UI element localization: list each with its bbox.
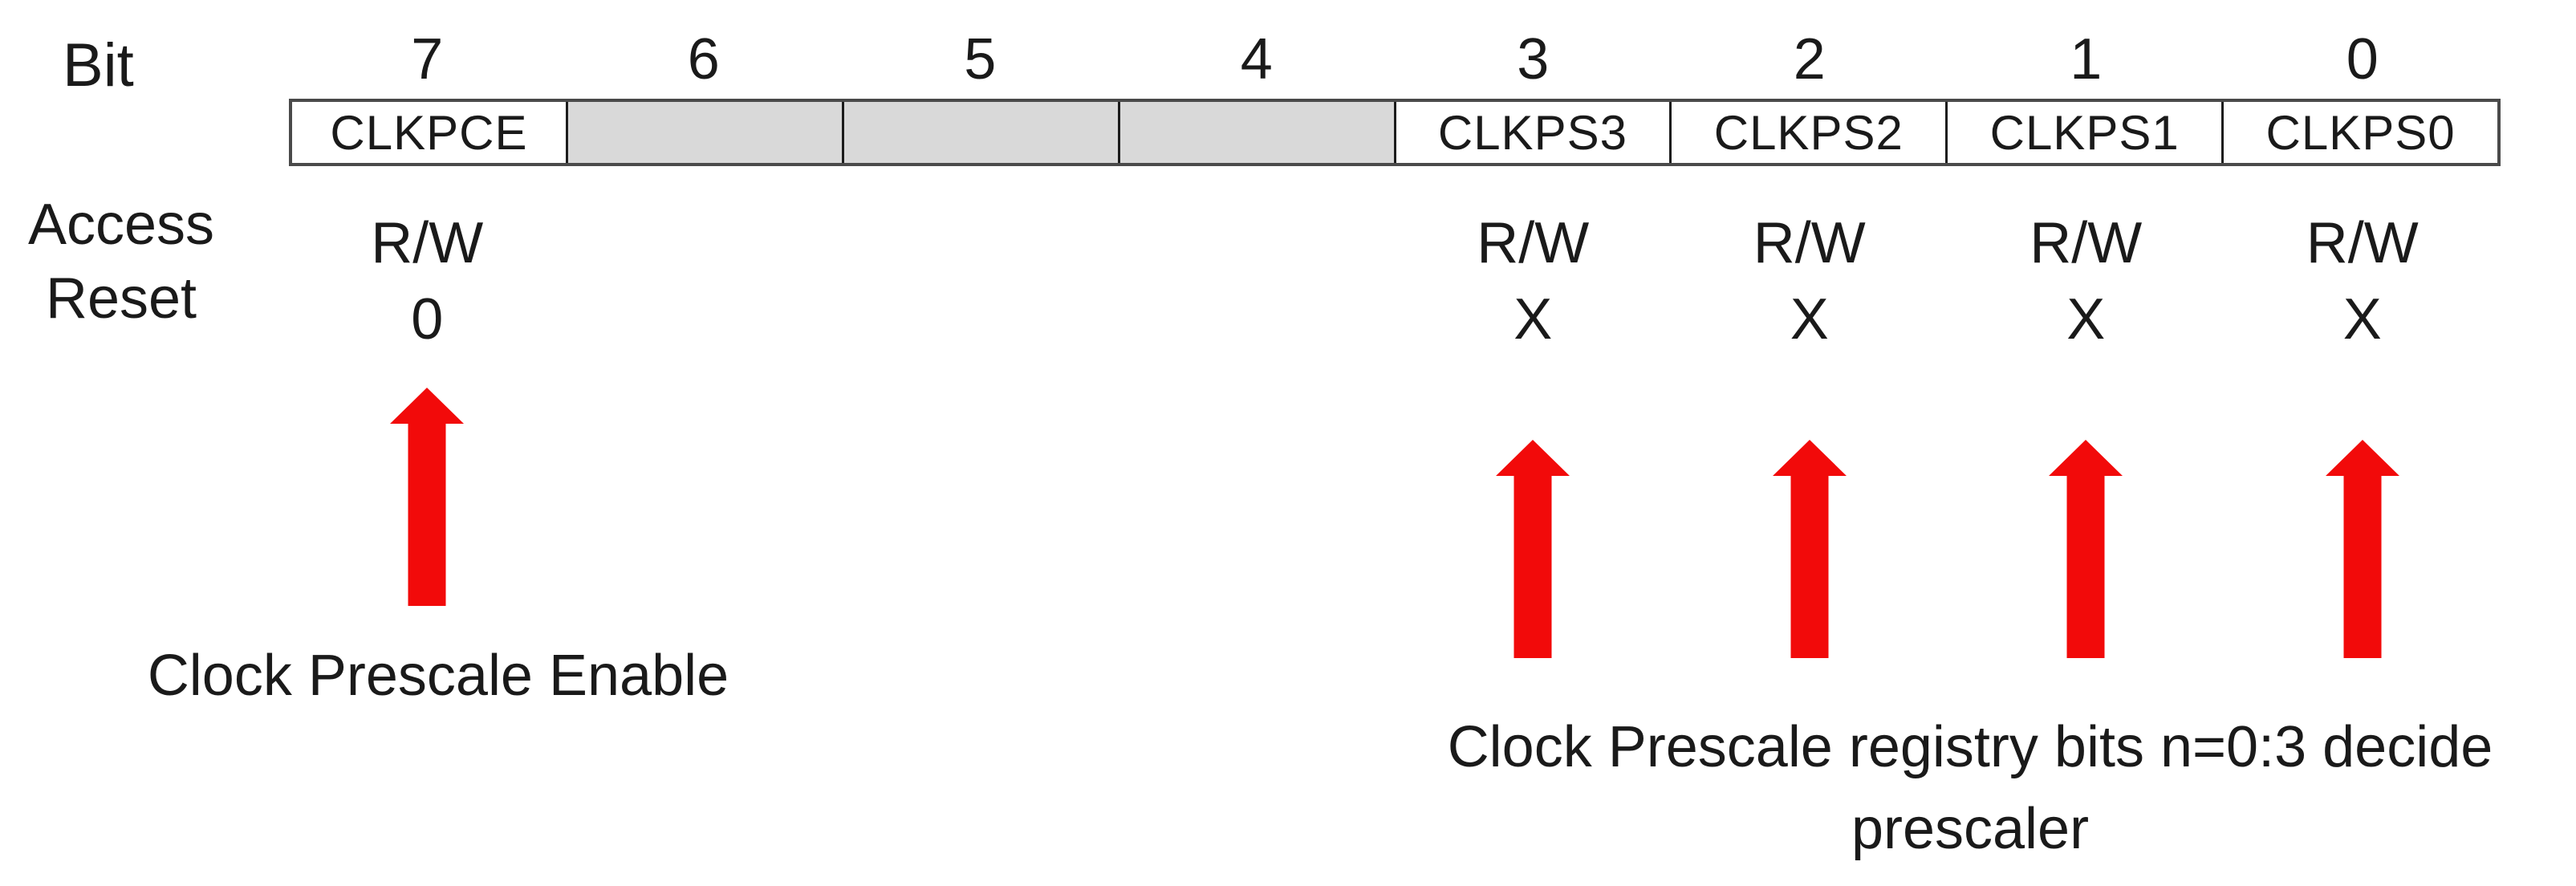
reset-value-0: X (2342, 287, 2382, 352)
bit-number-0: 0 (2346, 27, 2379, 91)
reset-value-2: X (1790, 287, 1829, 352)
access-value-7: R/W (371, 211, 484, 275)
bit-cell-clkps0: CLKPS0 (2221, 102, 2497, 163)
access-value-3: R/W (1477, 211, 1590, 275)
clkpce-caption: Clock Prescale Enable (147, 644, 729, 708)
bit-number-3: 3 (1517, 27, 1550, 91)
access-values-row: R/W R/W R/W R/W R/W (289, 205, 2501, 282)
reserved-bit-cell-4 (1117, 102, 1394, 163)
bit-number-6: 6 (687, 27, 720, 91)
access-value-5 (842, 205, 1119, 282)
access-value-0: R/W (2306, 211, 2419, 275)
up-arrow-icon (2049, 440, 2123, 658)
access-value-4 (1119, 205, 1396, 282)
reset-label: Reset (45, 266, 197, 331)
up-arrow-icon (2326, 440, 2399, 658)
clkps-caption-line2: prescaler (1851, 797, 2090, 861)
reserved-bit-cell-5 (841, 102, 1118, 163)
bit-number-7: 7 (411, 27, 444, 91)
bit-cell-clkpce: CLKPCE (330, 105, 528, 160)
access-value-1: R/W (2030, 211, 2143, 275)
bit-cell-clkps2: CLKPS2 (1669, 102, 1945, 163)
reset-values-row: 0 X X X X (289, 281, 2501, 358)
bit-number-5: 5 (964, 27, 997, 91)
register-row: CLKPCE CLKPS3 CLKPS2 CLKPS1 CLKPS0 (289, 99, 2501, 166)
up-arrow-icon (1773, 440, 1847, 658)
bit-number-4: 4 (1240, 27, 1273, 91)
bit-number-2: 2 (1793, 27, 1826, 91)
clkps-caption-line1: Clock Prescale registry bits n=0:3 decid… (1447, 715, 2493, 779)
bit-number-1: 1 (2070, 27, 2103, 91)
bit-cell-clkps1: CLKPS1 (1945, 102, 2221, 163)
reset-value-5 (842, 281, 1119, 358)
reset-value-1: X (2066, 287, 2106, 352)
reserved-bit-cell-6 (565, 102, 842, 163)
reset-value-7: 0 (411, 287, 444, 352)
side-labels: Access Reset (13, 188, 230, 335)
up-arrow-icon (390, 388, 464, 606)
up-arrow-icon (1496, 440, 1570, 658)
bit-cell-clkps3: CLKPS3 (1393, 102, 1670, 163)
access-label: Access (27, 193, 215, 257)
access-value-2: R/W (1753, 211, 1866, 275)
clkps-caption: Clock Prescale registry bits n=0:3 decid… (1364, 706, 2576, 870)
bit-row-label: Bit (63, 31, 134, 100)
access-value-6 (566, 205, 843, 282)
reset-value-4 (1119, 281, 1396, 358)
reset-value-6 (566, 281, 843, 358)
reset-value-3: X (1514, 287, 1553, 352)
bit-numbers-row: 7 6 5 4 3 2 1 0 (289, 24, 2501, 95)
